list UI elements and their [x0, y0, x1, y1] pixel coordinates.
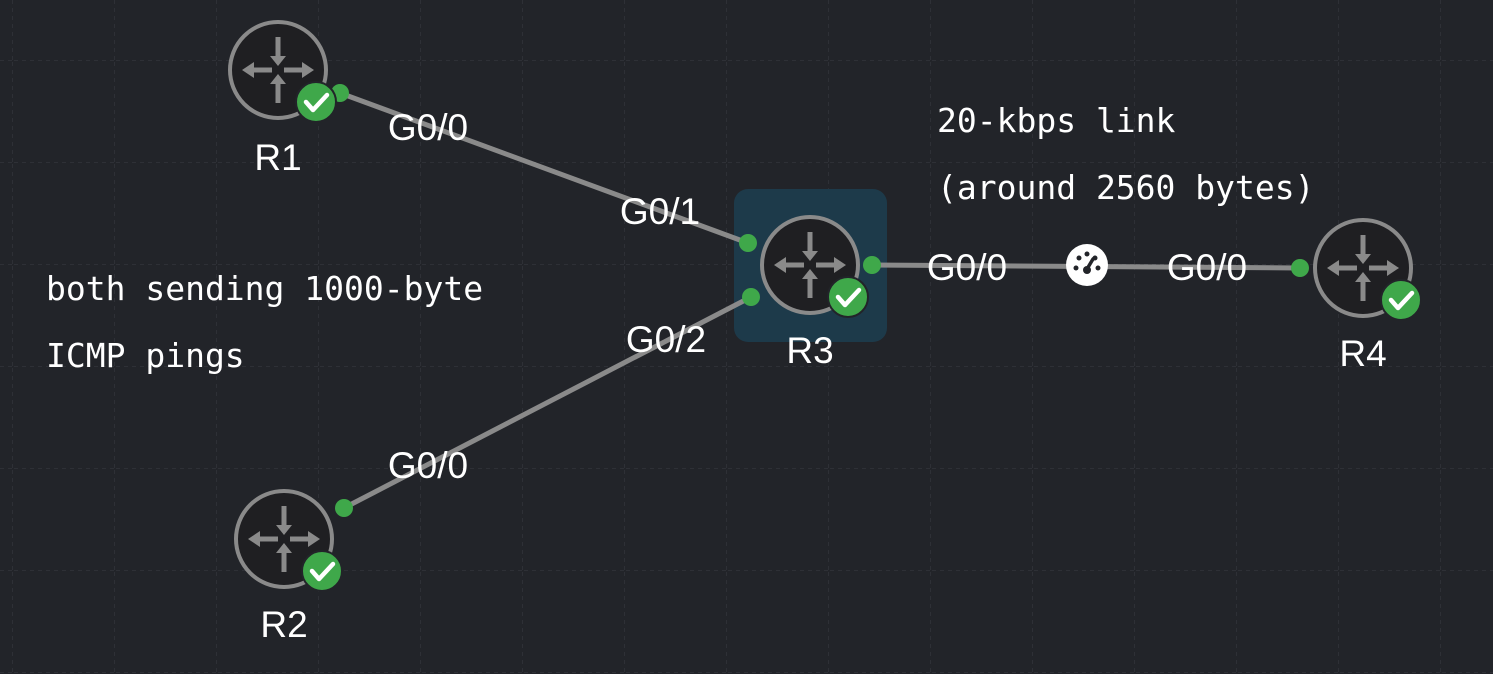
- check-badge-icon: [828, 277, 868, 317]
- link-r1-r3[interactable]: [339, 90, 749, 246]
- check-badge-icon: [302, 551, 342, 591]
- note-right-line2: (around 2560 bytes): [937, 168, 1315, 207]
- router-r3-label: R3: [786, 330, 833, 371]
- check-badge-icon: [296, 82, 336, 122]
- iface-label-r2-g0-0: G0/0: [388, 445, 468, 486]
- router-r2-label: R2: [260, 604, 307, 645]
- speedometer-icon[interactable]: [1066, 244, 1108, 286]
- router-r1-label: R1: [254, 137, 301, 178]
- port-r2-g0-0[interactable]: [335, 499, 353, 517]
- note-right-line1: 20-kbps link: [937, 101, 1176, 140]
- iface-label-r3-g0-1: G0/1: [620, 191, 700, 232]
- router-r4-label: R4: [1339, 333, 1386, 374]
- check-badge-icon: [1381, 280, 1421, 320]
- port-r4-g0-0[interactable]: [1291, 259, 1309, 277]
- link-r2-r3[interactable]: [342, 294, 753, 511]
- iface-label-r4-g0-0: G0/0: [1167, 247, 1247, 288]
- port-r3-g0-1[interactable]: [739, 234, 757, 252]
- port-r3-g0-2[interactable]: [742, 288, 760, 306]
- note-left-line1: both sending 1000-byte: [46, 269, 483, 308]
- port-r3-g0-0[interactable]: [863, 256, 881, 274]
- iface-label-r3-g0-2: G0/2: [626, 319, 706, 360]
- note-left-line2: ICMP pings: [46, 336, 245, 375]
- iface-label-r3-g0-0: G0/0: [927, 247, 1007, 288]
- iface-label-r1-g0-0: G0/0: [388, 107, 468, 148]
